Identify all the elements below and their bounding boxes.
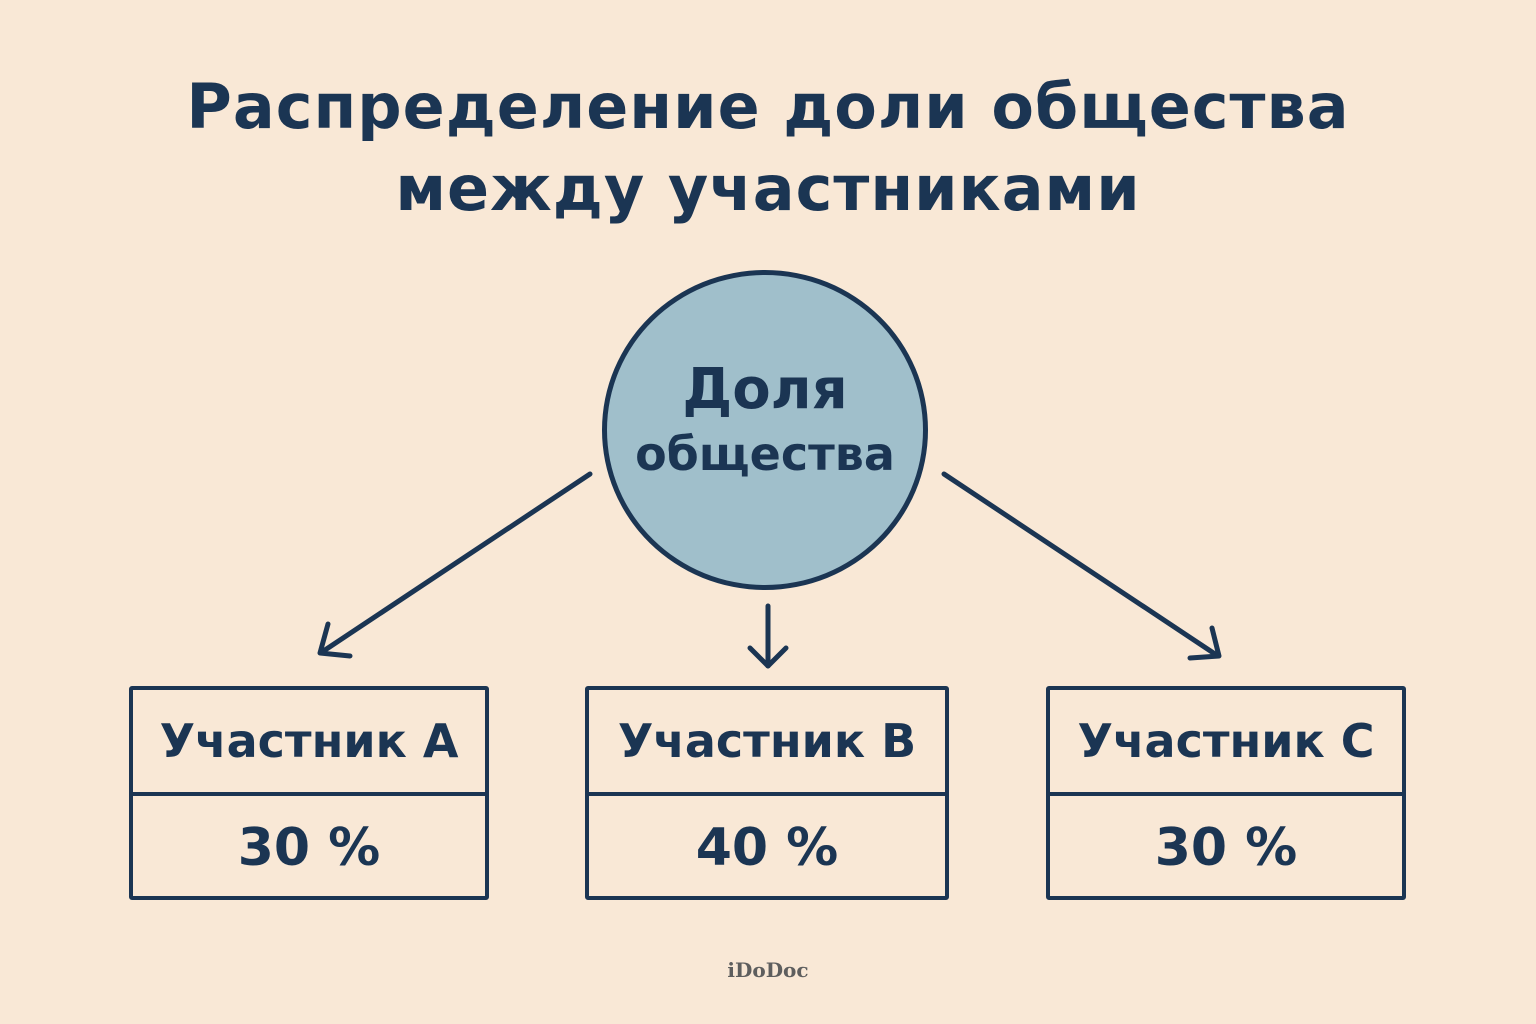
arrowhead-a: [317, 621, 353, 659]
participant-share: 40 %: [695, 818, 839, 878]
company-share-node: Доля общества: [602, 270, 928, 590]
participant-a-box: Участник A 30 %: [129, 686, 489, 900]
center-label-2: общества: [635, 427, 895, 481]
center-label-1: Доля: [682, 357, 848, 422]
arrow-to-participant-c: [941, 471, 1221, 659]
brand-logo: iDoDoc: [727, 958, 809, 982]
participant-name: Участник A: [133, 690, 485, 796]
participant-c-box: Участник C 30 %: [1046, 686, 1406, 900]
title-line-1: Распределение доли общества: [186, 70, 1350, 143]
diagram-title: Распределение доли общества между участн…: [0, 66, 1536, 230]
arrow-to-participant-a: [319, 471, 593, 655]
participant-share: 30 %: [237, 818, 381, 878]
participant-name: Участник B: [589, 690, 945, 796]
arrowhead-c: [1187, 625, 1222, 661]
arrowhead-b: [747, 645, 789, 669]
title-line-2: между участниками: [395, 152, 1141, 225]
participant-name: Участник C: [1050, 690, 1402, 796]
participant-b-box: Участник B 40 %: [585, 686, 949, 900]
participant-share: 30 %: [1154, 818, 1298, 878]
